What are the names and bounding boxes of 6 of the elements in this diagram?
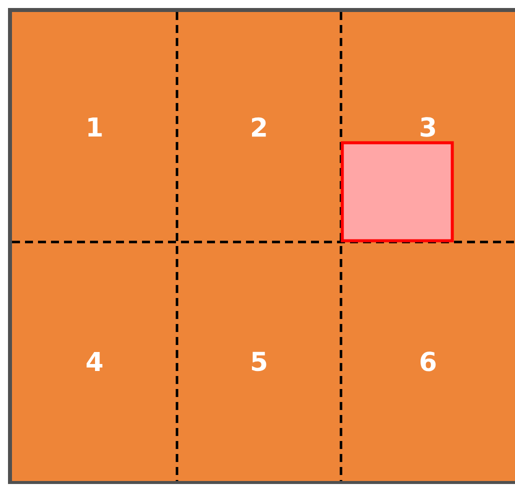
- grid-cell: 1: [12, 12, 177, 242]
- grid-cell: 4: [12, 242, 177, 481]
- grid-cell: 5: [177, 242, 341, 481]
- grid-cell: 6: [341, 242, 515, 481]
- highlight-box: [340, 141, 454, 242]
- grid-cell: 2: [177, 12, 341, 242]
